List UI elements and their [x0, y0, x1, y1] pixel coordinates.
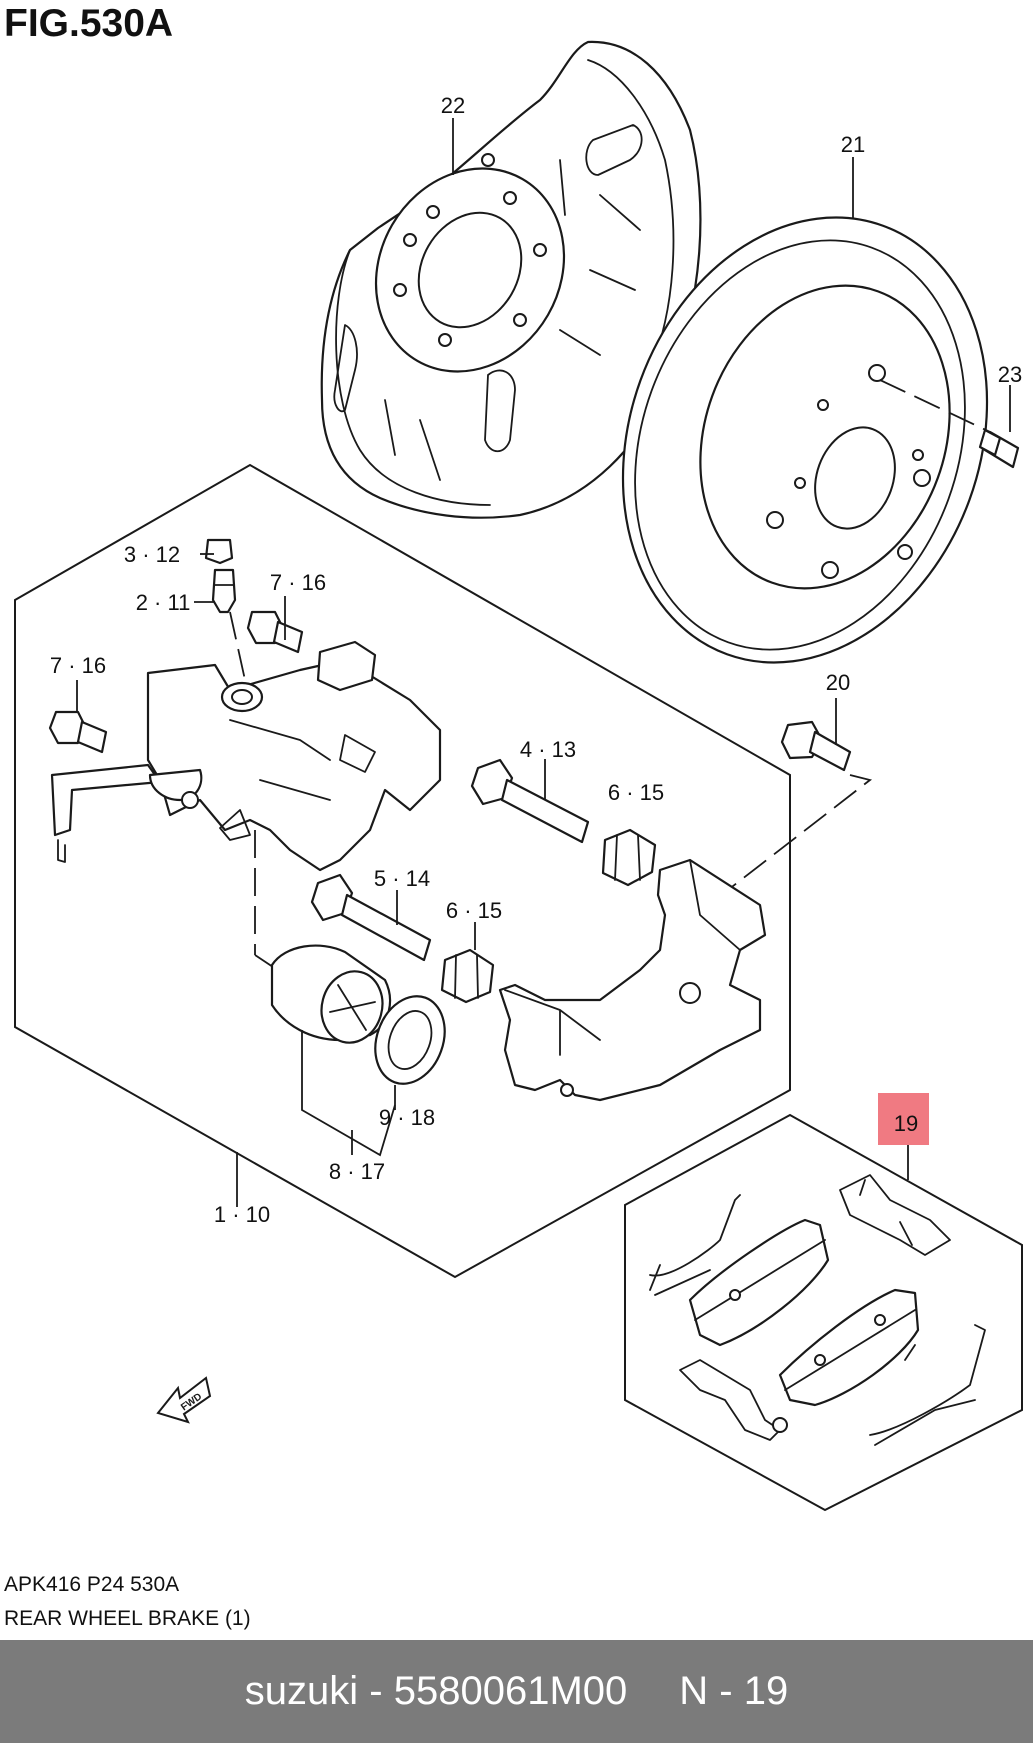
guide-pin-upper: [470, 758, 590, 844]
brake-disc: [621, 216, 989, 664]
disc-screw: [879, 379, 1020, 469]
footer-ref: N - 19: [679, 1669, 789, 1713]
pad-clip-lower: [679, 1359, 788, 1441]
bracket-bolt-left: [48, 710, 108, 754]
figure-caption: REAR WHEEL BRAKE (1): [4, 1607, 251, 1630]
pin-boot-upper: [601, 828, 657, 887]
figure-title: FIG.530A: [4, 2, 174, 45]
callout-3-12: 3 · 12: [124, 542, 180, 567]
callout-1-10: 1 · 10: [214, 1202, 270, 1227]
caliper-bracket: [498, 858, 767, 1102]
callout-19-highlight: [878, 1093, 929, 1145]
brake-pad-outer: [778, 1288, 920, 1407]
callout-19: 19: [894, 1111, 918, 1136]
footer-bar: suzuki - 5580061M00 N - 19: [0, 1640, 1033, 1743]
callout-21: 21: [841, 132, 865, 157]
callout-22: 22: [441, 93, 465, 118]
rear-wheel-brake-exploded-diagram: FWD 22 21 23 3 · 12 2 · 11 7 · 16 7 · 16…: [14, 40, 1023, 1512]
piston-seal: [374, 995, 446, 1085]
dust-shield: [320, 40, 702, 519]
pin-boot-lower: [440, 948, 495, 1004]
pad-shim-left: [649, 1194, 741, 1296]
caliper-piston: [270, 944, 392, 1044]
callout-2-11: 2 · 11: [136, 590, 191, 615]
callout-23: 23: [998, 362, 1022, 387]
caliper-bracket-bolt: [780, 720, 852, 772]
pad-clip-upper: [839, 1174, 951, 1256]
pad-kit-frame: [624, 1113, 1023, 1512]
brake-pad-inner: [688, 1218, 830, 1347]
figure-code: APK416 P24 530A: [4, 1573, 180, 1596]
callout-8-17: 8 · 17: [329, 1159, 385, 1184]
callout-20: 20: [826, 670, 850, 695]
callout-7-16-upper: 7 · 16: [270, 570, 326, 595]
caliper-assembly-frame: [14, 463, 791, 1279]
bracket-bolt-upper: [246, 610, 304, 654]
fwd-direction-arrow: FWD: [156, 1376, 212, 1424]
callout-5-14: 5 · 14: [374, 866, 430, 891]
callout-9-18: 9 · 18: [379, 1105, 435, 1130]
caliper-body: [50, 640, 442, 872]
callout-7-16-left: 7 · 16: [50, 653, 106, 678]
callout-6-15-upper: 6 · 15: [608, 780, 664, 805]
guide-pin-lower: [310, 873, 432, 962]
callout-4-13: 4 · 13: [520, 737, 576, 762]
footer-part-number: suzuki - 5580061M00: [244, 1669, 628, 1713]
bleeder-screw: [211, 568, 237, 614]
bleeder-cap: [204, 538, 234, 565]
pad-shim-right: [869, 1324, 986, 1446]
callout-6-15-lower: 6 · 15: [446, 898, 502, 923]
